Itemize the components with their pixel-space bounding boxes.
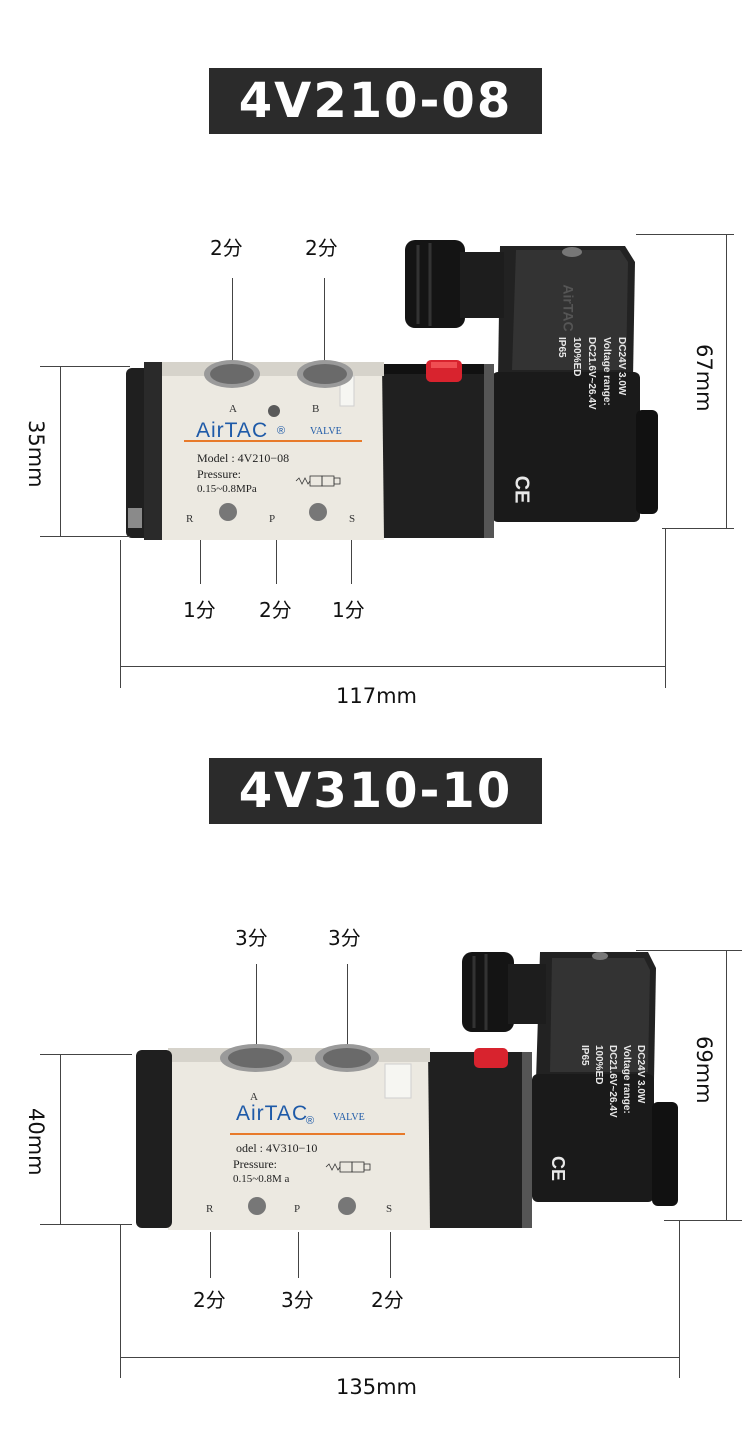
valve2-pressure-label: Pressure: — [233, 1157, 277, 1171]
valve1-dim-35-line — [60, 366, 61, 536]
valve2-label-s: S — [386, 1203, 393, 1215]
valve2-label-a: A — [250, 1091, 258, 1103]
valve1-title: 4V210-08 — [209, 68, 542, 134]
valve2-leader-p — [298, 1232, 299, 1278]
valve2-coil-line3: DC21.6V~26.4V — [607, 1045, 618, 1118]
valve1-model-text: Model : 4V210−08 — [197, 451, 290, 465]
valve2-dim-135-left — [120, 1224, 121, 1378]
valve2-leader-r — [210, 1232, 211, 1278]
valve2-dim-69-bottom — [664, 1220, 742, 1221]
valve2-leader-a — [256, 964, 257, 1056]
valve1-coil-line5: IP65 — [556, 337, 567, 358]
valve2-dim-135-right — [679, 1220, 680, 1378]
valve2-port-b-size: 3分 — [328, 926, 361, 950]
valve2-port-p-size: 3分 — [281, 1288, 314, 1312]
valve1-coil-line2: Voltage range: — [601, 337, 612, 406]
valve1-leader-s — [351, 540, 352, 584]
valve2-pressure-value: 0.15~0.8M a — [233, 1173, 290, 1185]
valve2-title: 4V310-10 — [209, 758, 542, 824]
valve1-dim-35: 35mm — [24, 420, 48, 488]
valve1-dim-35-bottom — [40, 536, 130, 537]
valve2-coil-label: DC24V 3.0W Voltage range: DC21.6V~26.4V … — [579, 1045, 646, 1211]
valve1-coil-line4: 100%ED — [571, 337, 582, 377]
valve1-brand-mark: ® — [277, 425, 286, 437]
valve2-coil-line5: IP65 — [579, 1045, 590, 1066]
valve2-leader-s — [390, 1232, 391, 1278]
valve1-dim-117-right — [665, 528, 666, 688]
valve1-photo — [126, 240, 658, 540]
valve1-coil-line3: DC21.6V~26.4V — [586, 337, 597, 410]
valve2-dim-40: 40mm — [24, 1108, 48, 1176]
valve1-dim-67: 67mm — [692, 344, 716, 412]
valve1-brand-logo: AirTAC — [196, 419, 269, 442]
valve2-dim-69: 69mm — [692, 1036, 716, 1104]
valve2-dim-69-top — [636, 950, 742, 951]
valve1-dim-117: 117mm — [336, 684, 417, 708]
valve2-dim-40-bottom — [40, 1224, 132, 1225]
valve1-dim-117-line — [120, 666, 665, 667]
valve1-coil-label: DC24V 3.0W Voltage range: DC21.6V~26.4V … — [556, 337, 627, 523]
valve1-port-a-size: 2分 — [210, 236, 243, 260]
valve1-dim-117-left — [120, 540, 121, 688]
valve1-valve-word: VALVE — [310, 426, 342, 437]
valve2-coil-line1: DC24V 3.0W — [635, 1045, 646, 1104]
valve2-port-s-size: 2分 — [371, 1288, 404, 1312]
valve1-label-s: S — [349, 513, 356, 525]
valve1-label-a: A — [229, 403, 237, 415]
valve2-port-a-size: 3分 — [235, 926, 268, 950]
valve2-label-p: P — [294, 1203, 301, 1215]
valve1-port-s-size: 1分 — [332, 598, 365, 622]
valve1-cap-brand: AirTAC — [560, 284, 577, 332]
valve2-brand-logo: AirTAC — [236, 1102, 309, 1125]
valve2-dim-40-line — [60, 1054, 61, 1224]
valve2-label-r: R — [206, 1203, 214, 1215]
valve2-valve-word: VALVE — [333, 1112, 365, 1123]
valve2-leader-b — [347, 964, 348, 1056]
valve1-dim-67-line — [726, 234, 727, 528]
valve1-pressure-label: Pressure: — [197, 467, 241, 481]
valve1-leader-r — [200, 540, 201, 584]
valve1-coil-line1: DC24V 3.0W — [616, 337, 627, 396]
valve1-label-b: B — [312, 403, 320, 415]
valve2-dim-135-line — [120, 1357, 679, 1358]
valve2-model-text: odel : 4V310−10 — [236, 1141, 318, 1155]
valve2-photo — [136, 952, 678, 1230]
valve2-dim-69-line — [726, 950, 727, 1220]
valve1-leader-b — [324, 278, 325, 374]
valve2-dim-135: 135mm — [336, 1375, 417, 1399]
valve1-ce-mark: CE — [510, 475, 533, 504]
valve1-dim-67-top — [636, 234, 734, 235]
valve1-pressure-value: 0.15~0.8MPa — [197, 483, 257, 495]
valve2-brand-mark: ® — [306, 1115, 315, 1127]
valve1-dim-35-top — [40, 366, 130, 367]
valve2-coil-line4: 100%ED — [593, 1045, 604, 1085]
valve2-port-r-size: 2分 — [193, 1288, 226, 1312]
valve1-label-p: P — [269, 513, 276, 525]
valve1-dim-67-bottom — [662, 528, 734, 529]
valve1-leader-p — [276, 540, 277, 584]
valve1-port-r-size: 1分 — [183, 598, 216, 622]
valve2-ce-mark: CE — [548, 1155, 569, 1182]
valve1-label-r: R — [186, 513, 194, 525]
valve2-coil-line2: Voltage range: — [621, 1045, 632, 1114]
valve1-port-b-size: 2分 — [305, 236, 338, 260]
valve1-leader-a — [232, 278, 233, 374]
valve1-port-p-size: 2分 — [259, 598, 292, 622]
valve2-dim-40-top — [40, 1054, 132, 1055]
